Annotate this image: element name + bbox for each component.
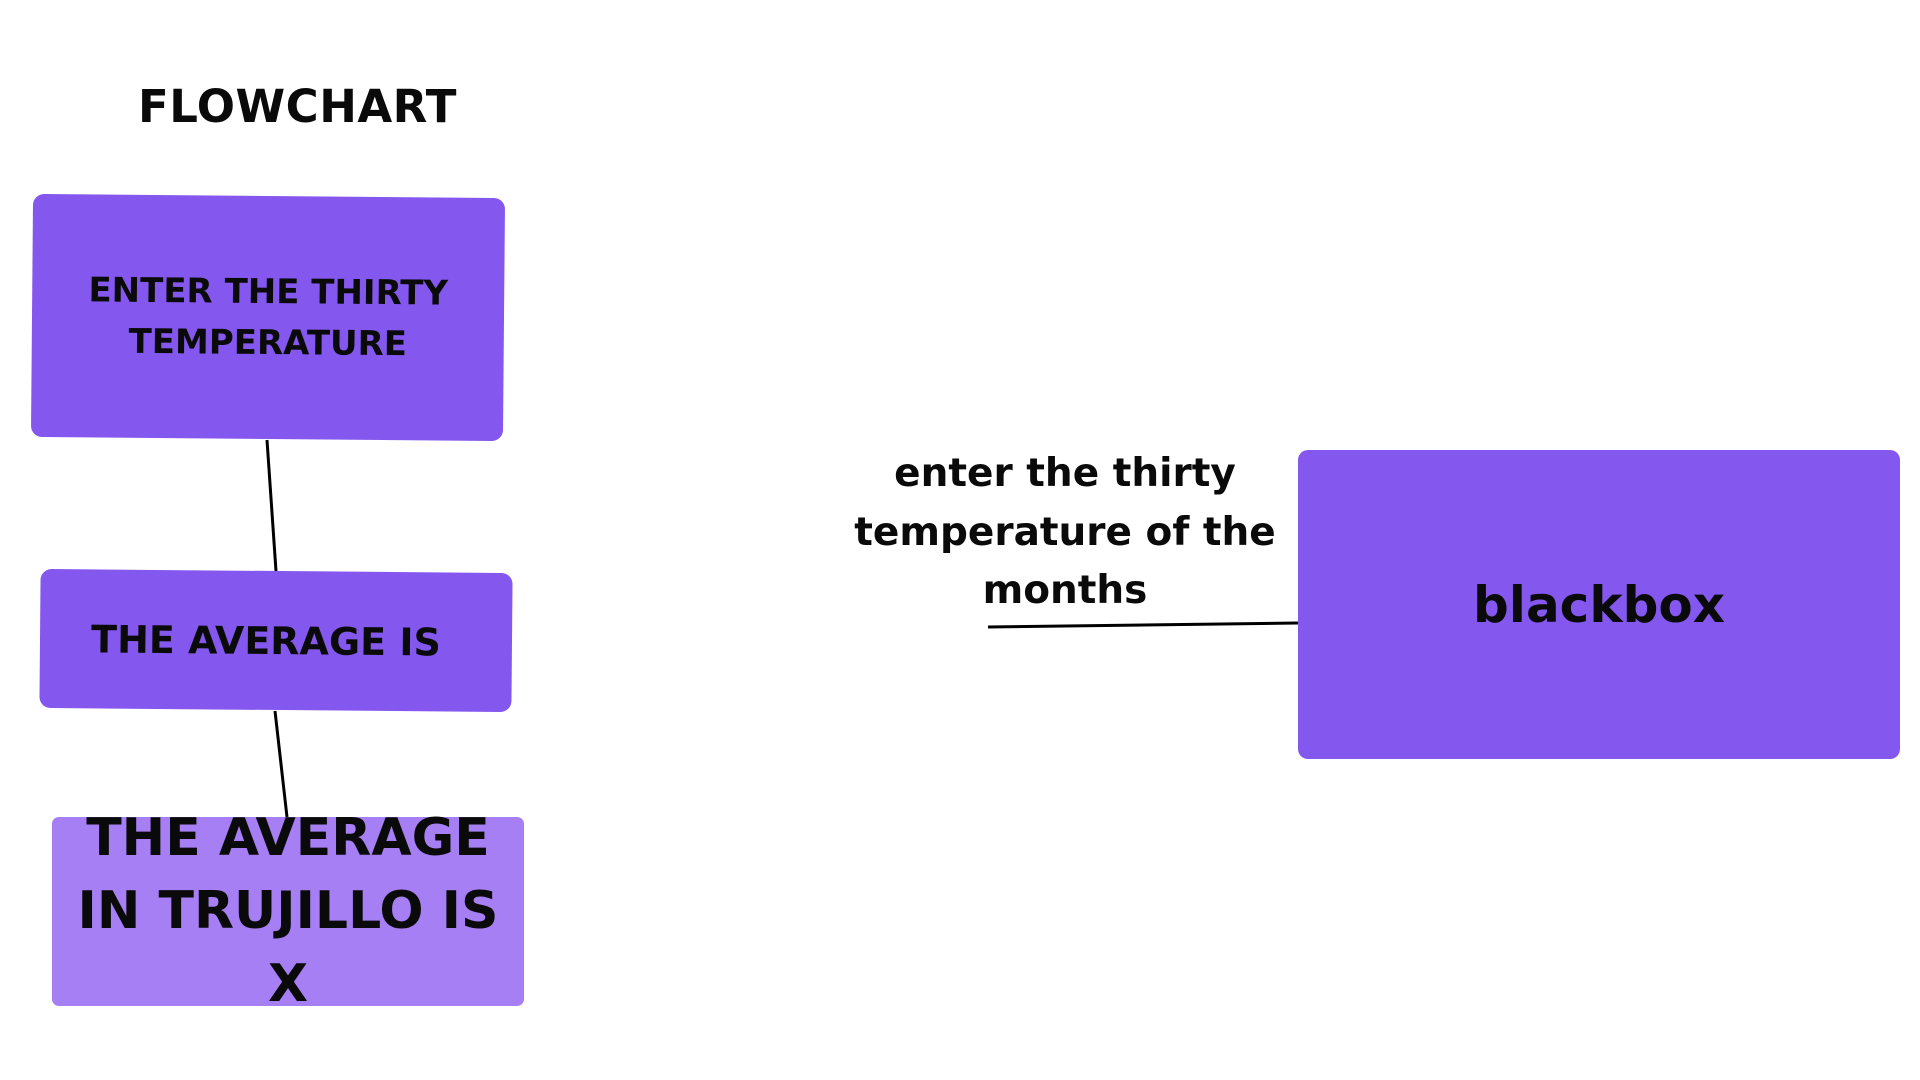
flowchart-node-enter-temperature: ENTER THE THIRTY TEMPERATURE	[30, 193, 506, 442]
connector-input-to-blackbox	[987, 621, 1299, 629]
node-label: ENTER THE THIRTY TEMPERATURE	[88, 270, 449, 364]
node-label: THE AVERAGE IN TRUJILLO IS X	[77, 808, 499, 1014]
node-label: blackbox	[1473, 575, 1725, 634]
connector-enter-to-average	[265, 439, 278, 572]
input-label: enter the thirty temperature of the mont…	[854, 451, 1276, 613]
flowchart-node-average: THE AVERAGE IS	[39, 568, 513, 713]
flowchart-node-result: THE AVERAGE IN TRUJILLO IS X	[52, 808, 524, 1014]
blackbox-node: blackbox	[1298, 450, 1900, 759]
diagram-title: FLOWCHART	[137, 80, 458, 133]
connector-average-to-result	[273, 710, 289, 818]
node-label: THE AVERAGE IS	[90, 616, 442, 664]
